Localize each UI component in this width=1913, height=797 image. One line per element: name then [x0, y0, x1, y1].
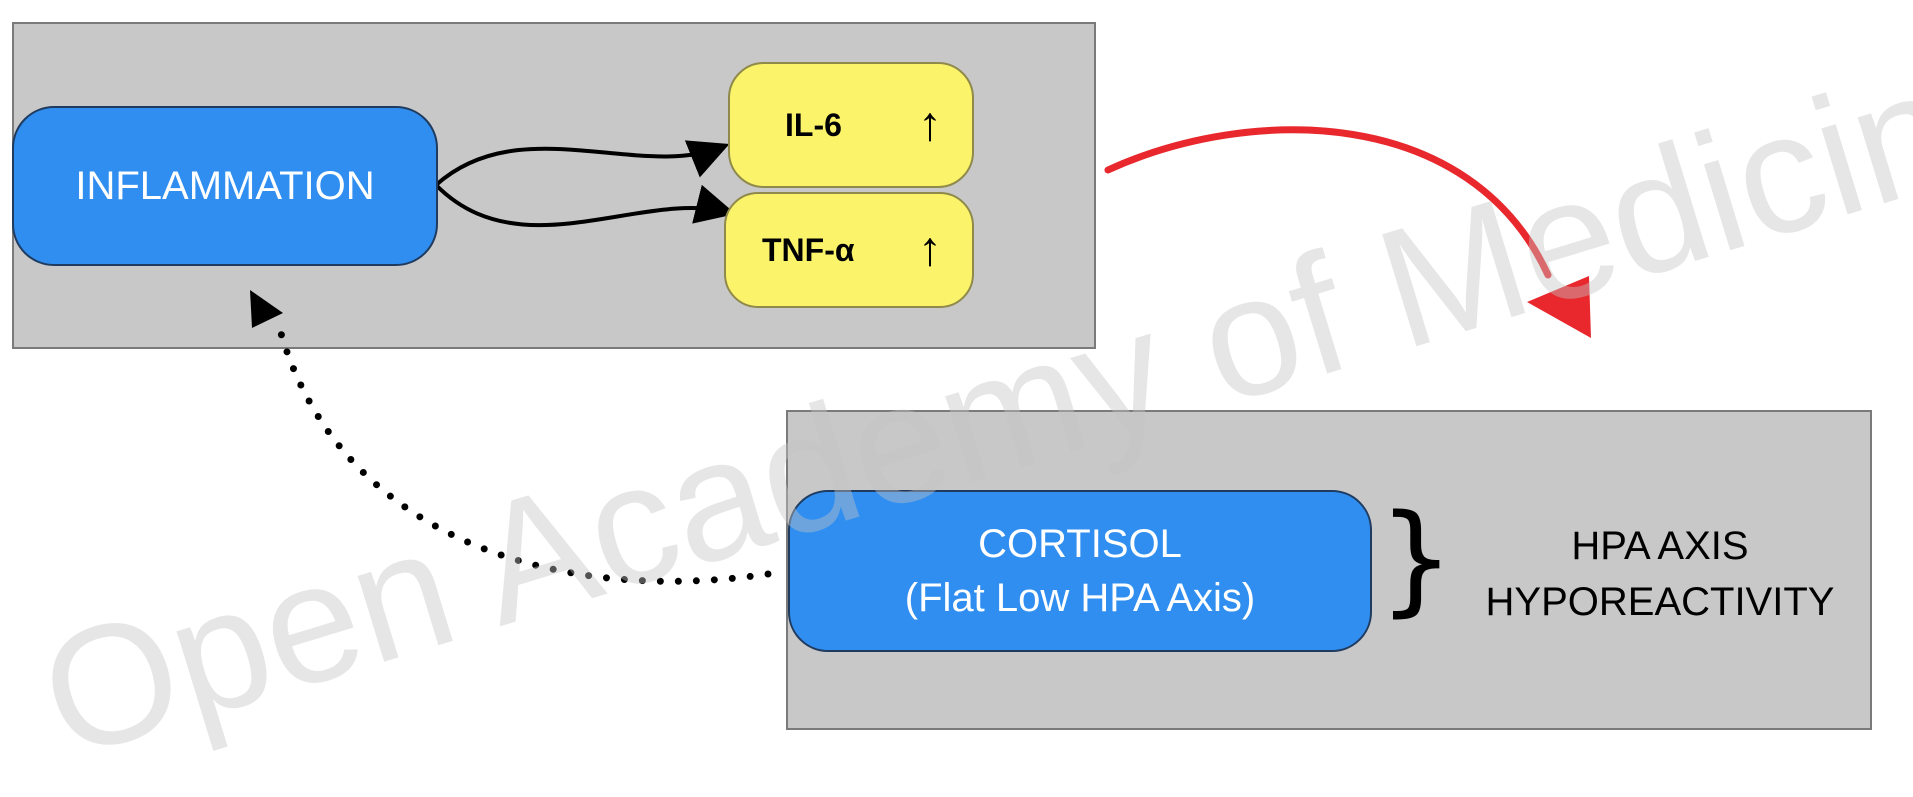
tnf-alpha-label: TNF-α: [762, 231, 855, 268]
tnf-alpha-node: TNF-α ↑: [724, 192, 974, 308]
hyporeactivity-line: HYPOREACTIVITY: [1485, 580, 1835, 624]
cortisol-label: CORTISOL: [978, 522, 1182, 566]
connector-layer: [250, 126, 1591, 585]
dotted-feedback-arrow: [276, 326, 772, 585]
inflammation-node: INFLAMMATION: [12, 106, 438, 266]
brace-icon: }: [1378, 490, 1455, 629]
red-curved-arrow: [1104, 126, 1552, 279]
cortisol-sublabel: (Flat Low HPA Axis): [904, 576, 1256, 620]
il6-label: IL-6: [785, 106, 842, 143]
connector-inflammation-to-il6: [434, 140, 730, 187]
dotted-arrow-head: [250, 290, 283, 328]
inflammation-label: INFLAMMATION: [75, 163, 375, 208]
connector-inflammation-to-tnf: [434, 183, 736, 228]
hpa-axis-hyporeactivity-label: HPA AXIS HYPOREACTIVITY: [1455, 518, 1865, 630]
hpa-axis-line: HPA AXIS: [1571, 524, 1749, 568]
up-arrow-icon: ↑: [918, 98, 942, 151]
il6-node: IL-6 ↑: [728, 62, 974, 188]
red-arrow-head: [1527, 276, 1591, 338]
cortisol-node: CORTISOL (Flat Low HPA Axis): [788, 490, 1372, 652]
up-arrow-icon: ↑: [918, 223, 942, 276]
